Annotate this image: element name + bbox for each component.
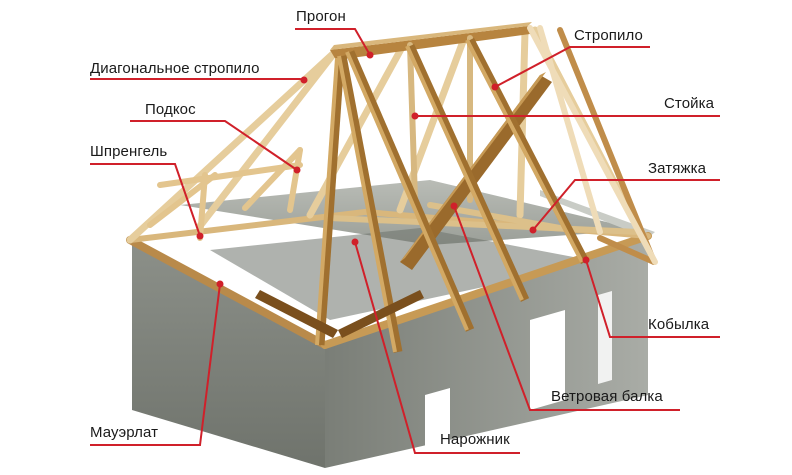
dot-stropilo [491, 83, 499, 91]
front-wall [132, 240, 325, 468]
label-vetrovaya-balka: Ветровая балка [551, 388, 663, 405]
leader-narozhnik [354, 241, 520, 454]
ridge-beam [330, 22, 532, 60]
dot-podkos [293, 166, 301, 174]
door-opening [530, 310, 565, 410]
leader-progon [295, 28, 371, 56]
dot-mauerlat [216, 280, 224, 288]
dot-stoyka [411, 112, 419, 120]
label-mauerlat: Мауэрлат [90, 424, 159, 441]
dot-diag [300, 76, 308, 84]
label-stropilo: Стропило [574, 27, 643, 44]
leader-podkos [130, 120, 298, 171]
dot-narozhnik [351, 238, 359, 246]
window-opening [425, 388, 450, 467]
label-shprengel: Шпренгель [90, 143, 168, 160]
dot-kobylka [582, 256, 590, 264]
leader-shprengel [90, 163, 201, 237]
hip-rafter-lower [255, 290, 424, 338]
front-rafters [315, 37, 589, 353]
gable-rafter-right [527, 25, 658, 265]
leader-stropilo [494, 46, 650, 88]
dot-vetrovaya [450, 202, 458, 210]
shprengel-truss [147, 147, 303, 241]
leader-dots [196, 51, 590, 288]
label-narozhnik: Нарожник [440, 431, 510, 448]
rafter-tails [557, 27, 657, 265]
label-stoyka: Стойка [664, 95, 715, 112]
dot-progon [366, 51, 374, 59]
leader-mauerlat [90, 283, 221, 446]
left-opening [598, 291, 612, 384]
leader-kobylka [585, 259, 720, 338]
leader-vetrovaya [453, 205, 680, 411]
label-zatyazhka: Затяжка [648, 160, 707, 177]
dot-zatyazhka [529, 226, 537, 234]
label-podkos: Подкос [145, 101, 196, 118]
label-diag-stropilo: Диагональное стропило [90, 60, 260, 77]
leader-lines [90, 28, 720, 454]
label-kobylka: Кобылка [648, 316, 710, 333]
dot-shprengel [196, 232, 204, 240]
label-progon: Прогон [296, 8, 346, 25]
leader-zatyazhka [532, 179, 720, 231]
leader-diag [90, 78, 305, 81]
